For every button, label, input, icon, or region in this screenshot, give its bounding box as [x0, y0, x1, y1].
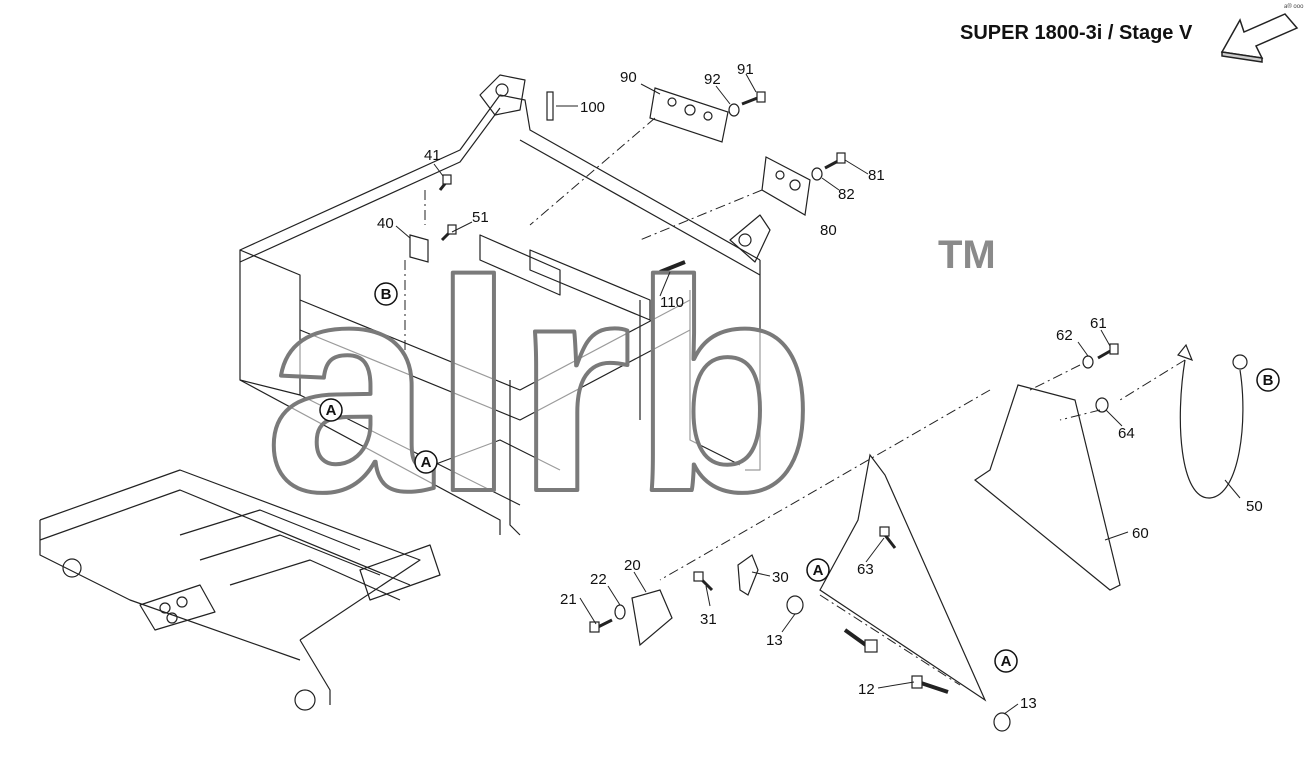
watermark-tm: TM	[938, 233, 996, 277]
callout-12: 12	[858, 681, 875, 698]
leader-lines	[395, 73, 1241, 715]
callout-22: 22	[590, 571, 607, 588]
callout-110: 110	[660, 294, 684, 311]
callout-41: 41	[424, 147, 441, 164]
callout-100: 100	[580, 99, 605, 116]
washer-62	[1082, 355, 1094, 369]
callout-90: 90	[620, 69, 637, 86]
callout-64: 64	[1118, 425, 1135, 442]
direction-arrow-icon	[1220, 13, 1299, 63]
bracket-40	[409, 234, 429, 263]
callout-50: 50	[1246, 498, 1263, 515]
washer-92	[728, 103, 740, 117]
callout-51: 51	[472, 209, 489, 226]
callout-62: 62	[1056, 327, 1073, 344]
callout-63: 63	[857, 561, 874, 578]
callout-20: 20	[624, 557, 641, 574]
callout-91: 91	[737, 61, 754, 78]
cable-50	[1179, 359, 1244, 499]
side-panel	[819, 453, 987, 702]
callout-21: 21	[560, 591, 577, 608]
ref-a-bottom-right: A	[1001, 653, 1012, 670]
nut-13-bottom	[993, 712, 1011, 732]
callout-13-bottom: 13	[1020, 695, 1037, 712]
ref-b-right: B	[1263, 372, 1274, 389]
watermark-text: alrb	[265, 218, 815, 554]
reference-markers	[319, 282, 1280, 673]
callout-80: 80	[820, 222, 837, 239]
page-title: SUPER 1800-3i / Stage V	[960, 22, 1193, 44]
plate-80	[761, 156, 811, 216]
latch-30	[737, 554, 759, 596]
nut-64	[1095, 397, 1109, 413]
callout-30: 30	[772, 569, 789, 586]
washer-22	[614, 604, 626, 620]
ref-b-left: B	[381, 286, 392, 303]
rod-110	[659, 260, 686, 274]
ref-a-bottom: A	[813, 562, 824, 579]
watermark: alrb TM	[263, 216, 996, 556]
bracket-20	[631, 589, 673, 647]
ref-a-left: A	[326, 402, 337, 419]
callout-31: 31	[700, 611, 717, 628]
corner-text: a® ooo	[1284, 4, 1304, 10]
nut-13-top	[786, 595, 804, 615]
callout-13-top: 13	[766, 632, 783, 649]
bolt-12-lower	[917, 680, 949, 694]
parts	[409, 87, 1248, 732]
bolt-63	[883, 534, 897, 549]
callout-81: 81	[868, 167, 885, 184]
main-frame	[39, 74, 771, 711]
callout-82: 82	[838, 186, 855, 203]
washer-82	[811, 167, 823, 181]
assembly-lines	[404, 117, 1186, 686]
callout-40: 40	[377, 215, 394, 232]
panel-60	[973, 384, 1121, 591]
callout-92: 92	[704, 71, 721, 88]
pin-100	[546, 91, 554, 121]
callout-61: 61	[1090, 315, 1107, 332]
callout-60: 60	[1132, 525, 1149, 542]
ref-a-center: A	[421, 454, 432, 471]
